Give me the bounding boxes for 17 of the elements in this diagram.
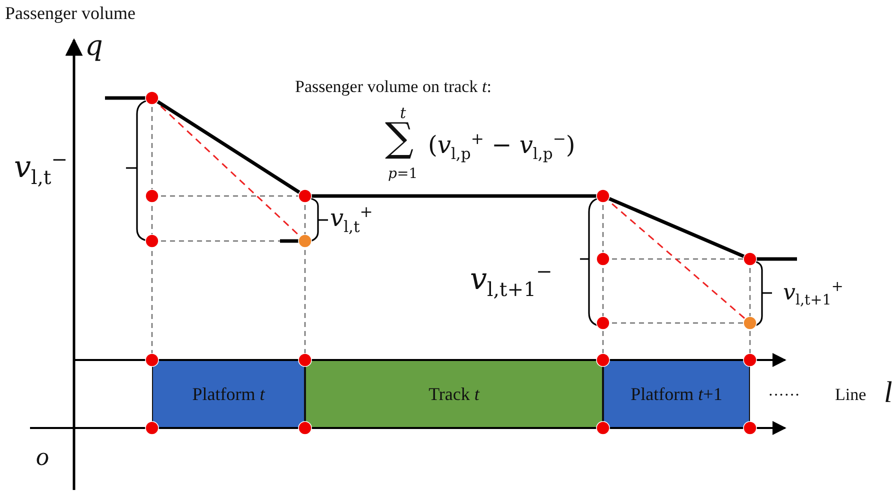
origin-label: o: [36, 444, 49, 470]
line-symbol: l: [884, 378, 892, 408]
ellipsis: ······: [768, 388, 800, 404]
segment-box: [152, 360, 305, 428]
segment-box: [603, 360, 750, 428]
axis-title: Passenger volume: [5, 4, 136, 22]
sum-limit: p=1: [388, 167, 418, 181]
formula-term: (v$_{l,p}$$^{+}$ − v$_{l,p}$$^{−}$): [428, 132, 576, 162]
segment-label: Track t: [428, 384, 480, 404]
axis-symbol: q: [85, 32, 103, 60]
segment-box: [305, 360, 603, 428]
line-label: Line: [835, 386, 866, 403]
sum-sign: ∑: [385, 118, 414, 158]
sum-limit: t: [400, 106, 406, 121]
segment-label: Platform t+1: [630, 384, 722, 404]
formula-caption: Passenger volume on track t:: [295, 78, 492, 95]
segment-label: Platform t: [192, 384, 265, 404]
